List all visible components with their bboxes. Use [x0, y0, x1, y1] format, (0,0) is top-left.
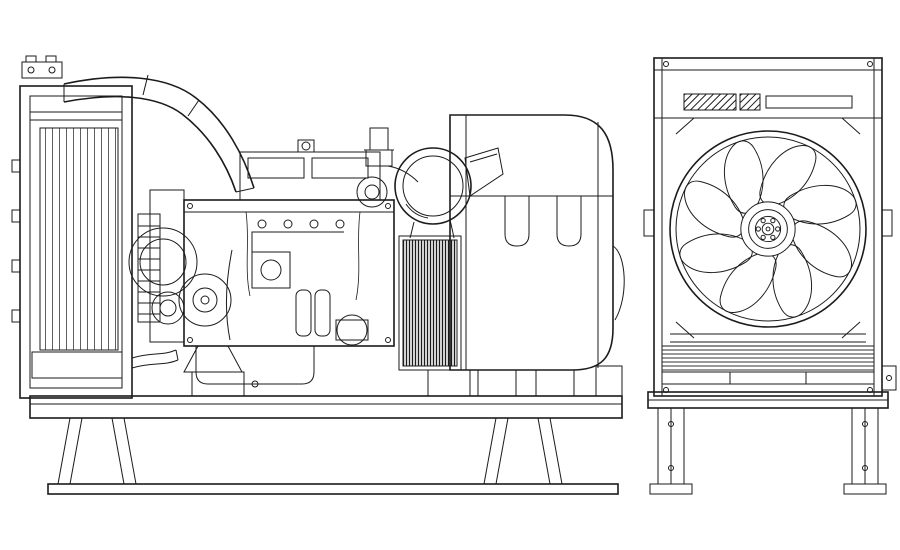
- base-skid: [29, 395, 623, 495]
- side-view: [11, 55, 625, 495]
- front-view: [643, 57, 897, 495]
- fan: [674, 135, 862, 323]
- air-inlet-ring: [394, 147, 504, 239]
- fan-hub: [740, 201, 796, 257]
- front-frame: [643, 57, 897, 397]
- charge-air-pipe: [63, 74, 255, 193]
- turbocharger: [356, 127, 419, 208]
- fan-shroud: [669, 130, 867, 328]
- engine: [128, 139, 395, 388]
- radiator: [11, 55, 179, 399]
- front-base: [647, 391, 889, 495]
- air-filter: [398, 235, 462, 371]
- engine-mounts: [183, 345, 471, 397]
- radiator-core-bottom: [661, 333, 875, 385]
- alternator: [449, 114, 625, 397]
